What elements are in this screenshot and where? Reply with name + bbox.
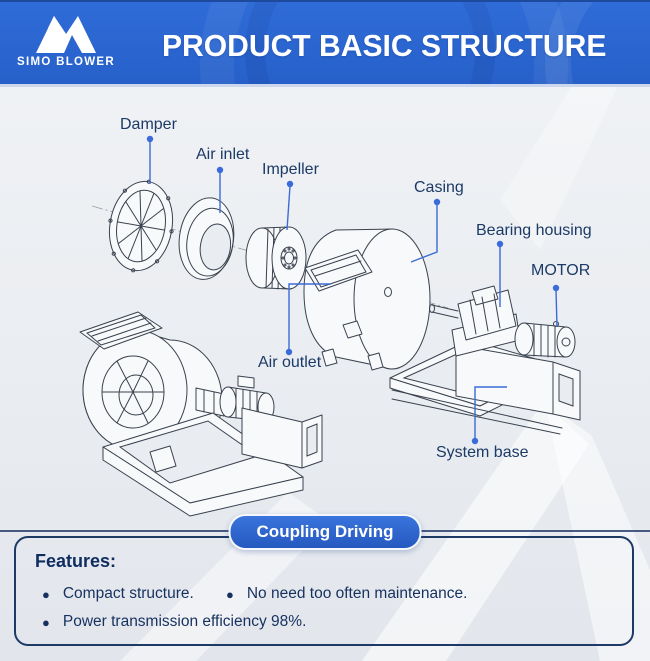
label-casing: Casing [414,179,464,196]
header-banner: SIMO BLOWER PRODUCT BASIC STRUCTURE [0,0,650,84]
feature-text: No need too often maintenance. [246,585,468,602]
bullet-icon: ● [42,614,50,630]
leader-air-outlet [285,283,331,356]
feature-item: ● Compact structure. [42,585,194,603]
leader-casing [410,198,441,263]
feature-text: Compact structure. [62,585,194,602]
brand-name: SIMO BLOWER [17,56,115,68]
leader-impeller [286,180,294,231]
assembled-blower [79,311,323,517]
leader-damper [146,135,154,184]
simo-blower-logo-icon [36,16,96,53]
impeller-part [245,226,307,290]
page-title: PRODUCT BASIC STRUCTURE [162,28,607,63]
label-impeller: Impeller [262,161,319,178]
leader-motor [552,284,560,328]
feature-item: ● No need too often maintenance. [226,585,467,603]
casing-part [303,228,431,371]
header-bottom-strip [0,84,650,87]
bullet-icon: ● [226,586,234,602]
leader-air-inlet [216,166,224,213]
coupling-driving-badge: Coupling Driving [228,514,422,550]
label-motor: MOTOR [531,262,591,279]
features-panel: Features: ● Compact structure. ● No need… [14,536,634,646]
label-damper: Damper [120,116,177,133]
bullet-icon: ● [42,586,50,602]
feature-item: ● Power transmission efficiency 98%. [42,613,306,631]
label-bearing-housing: Bearing housing [476,222,592,239]
features-heading: Features: [35,551,117,571]
label-air-outlet: Air outlet [258,354,322,371]
brand-logo: SIMO BLOWER [16,12,116,78]
feature-text: Power transmission efficiency 98%. [62,613,307,630]
leader-bearing-housing [496,240,504,307]
leader-system-base [471,386,507,445]
label-system-base: System base [436,444,529,461]
damper-part [108,179,174,273]
air-inlet-part [178,197,235,280]
label-air-inlet: Air inlet [196,146,250,163]
